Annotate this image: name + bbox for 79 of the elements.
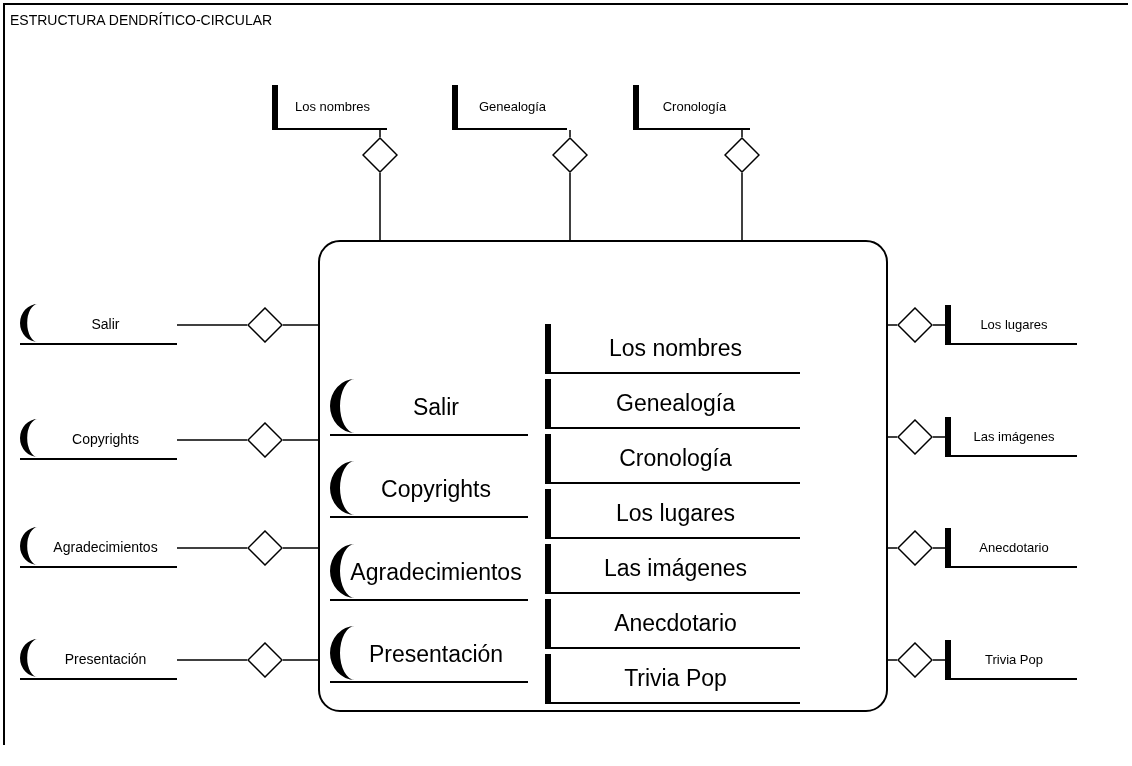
connector-diamond — [897, 530, 933, 566]
connector-diamond — [897, 419, 933, 455]
connector-line — [932, 324, 946, 326]
menu-tab — [330, 380, 528, 436]
menu-label: Agradecimientos — [53, 539, 158, 555]
menu-tab — [545, 654, 800, 704]
connector-line — [887, 324, 898, 326]
connector-line — [176, 439, 248, 441]
menu-tab — [330, 545, 528, 601]
diagram-title: ESTRUCTURA DENDRÍTICO-CIRCULAR — [10, 12, 273, 28]
connector-line — [176, 659, 248, 661]
connector-line — [282, 547, 319, 549]
menu-label: Copyrights — [381, 475, 491, 503]
connector-diamond — [552, 137, 588, 173]
menu-tab — [545, 324, 800, 374]
menu-label: Anecdotario — [614, 609, 737, 637]
connector-diamond — [897, 642, 933, 678]
connector-line — [569, 172, 571, 241]
connector-diamond — [247, 307, 283, 343]
menu-tab — [545, 434, 800, 484]
menu-tab — [545, 599, 800, 649]
menu-tab — [945, 528, 1077, 568]
connector-line — [932, 436, 946, 438]
connector-diamond — [247, 530, 283, 566]
menu-label: Salir — [413, 393, 459, 421]
menu-label: Presentación — [368, 640, 504, 668]
menu-tab — [452, 85, 567, 130]
menu-label: Los nombres — [294, 99, 371, 114]
menu-label: Genealogía — [616, 389, 735, 417]
connector-diamond — [362, 137, 398, 173]
menu-tab — [545, 379, 800, 429]
connector-line — [282, 439, 319, 441]
connector-line — [741, 172, 743, 241]
menu-tab — [330, 627, 528, 683]
connector-line — [887, 436, 898, 438]
menu-label: Trivia Pop — [984, 651, 1043, 667]
menu-label: Las imágenes — [603, 554, 748, 582]
menu-tab — [545, 544, 800, 594]
connector-diamond — [897, 307, 933, 343]
connector-line — [887, 659, 898, 661]
connector-line — [282, 324, 319, 326]
connector-diamond — [247, 642, 283, 678]
menu-label: Genealogía — [478, 99, 547, 114]
menu-label: Presentación — [64, 651, 147, 667]
connector-line — [932, 659, 946, 661]
connector-diamond — [724, 137, 760, 173]
connector-line — [282, 659, 319, 661]
menu-label: Los lugares — [616, 499, 735, 527]
connector-line — [176, 324, 248, 326]
connector-line — [379, 172, 381, 241]
menu-tab — [545, 489, 800, 539]
menu-tab — [945, 417, 1077, 457]
connector-diamond — [247, 422, 283, 458]
menu-label: Agradecimientos — [350, 558, 522, 586]
menu-tab — [945, 640, 1077, 680]
menu-label: Cronología — [662, 99, 727, 114]
menu-label: Trivia Pop — [624, 664, 727, 692]
menu-label: Anecdotario — [979, 539, 1049, 555]
menu-tab — [330, 462, 528, 518]
connector-line — [176, 547, 248, 549]
connector-line — [932, 547, 946, 549]
menu-tab — [20, 640, 177, 680]
menu-label: Copyrights — [72, 431, 139, 447]
connector-line — [569, 129, 571, 138]
connector-line — [379, 129, 381, 138]
menu-tab — [945, 305, 1077, 345]
connector-line — [741, 129, 743, 138]
menu-tab — [20, 528, 177, 568]
menu-label: Los lugares — [980, 316, 1048, 332]
menu-tab — [633, 85, 750, 130]
menu-label: Salir — [91, 316, 120, 332]
menu-label: Cronología — [619, 444, 732, 472]
menu-tab — [272, 85, 387, 130]
connector-line — [887, 547, 898, 549]
menu-tab — [20, 420, 177, 460]
menu-label: Los nombres — [609, 334, 742, 362]
menu-tab — [20, 305, 177, 345]
menu-label: Las imágenes — [973, 428, 1055, 444]
menu-panel — [318, 240, 888, 712]
